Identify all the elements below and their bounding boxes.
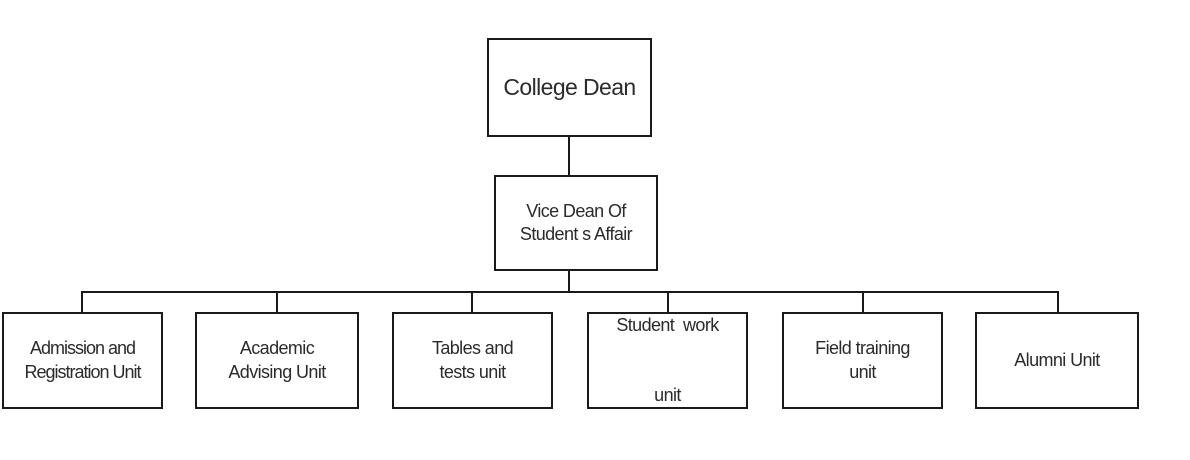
node-label-line: Tables and bbox=[431, 338, 514, 359]
connector-unit-4 bbox=[667, 291, 669, 312]
connector-unit-2 bbox=[276, 291, 278, 312]
node-label-line: Student s Affair bbox=[519, 224, 633, 244]
node-label-line: tests unit bbox=[439, 361, 506, 382]
node-label-line: unit bbox=[849, 361, 876, 382]
node-label-line: Admission and bbox=[29, 338, 136, 359]
node-label-line: Academic bbox=[239, 338, 315, 359]
node-alumni-unit: Alumni Unit bbox=[975, 312, 1139, 409]
node-student-work-unit: Student work unit bbox=[587, 312, 748, 409]
node-label-line: Registration Unit bbox=[24, 361, 141, 382]
connector-unit-6 bbox=[1057, 291, 1059, 312]
node-label-line: Alumni Unit bbox=[1014, 349, 1100, 370]
connector-unit-5 bbox=[862, 291, 864, 312]
node-college-dean: College Dean bbox=[487, 38, 652, 137]
connector-unit-3 bbox=[471, 291, 473, 312]
connector-vice-to-bus bbox=[568, 271, 570, 293]
node-label: College Dean bbox=[503, 73, 636, 100]
connector-dean-to-vice bbox=[568, 137, 570, 175]
node-label-line: Advising Unit bbox=[228, 361, 326, 382]
node-tables-tests-unit: Tables and tests unit bbox=[392, 312, 553, 409]
node-label-line: Vice Dean Of bbox=[526, 200, 626, 221]
node-academic-advising-unit: Academic Advising Unit bbox=[195, 312, 359, 409]
connector-horizontal-bus bbox=[81, 291, 1059, 293]
node-vice-dean-students-affair: Vice Dean Of Student s Affair bbox=[494, 175, 658, 271]
node-admission-registration-unit: Admission and Registration Unit bbox=[2, 312, 163, 409]
node-label-line: Field training bbox=[815, 338, 910, 359]
node-field-training-unit: Field training unit bbox=[782, 312, 943, 409]
connector-unit-1 bbox=[81, 291, 83, 312]
node-label-line: Student work bbox=[616, 314, 719, 335]
node-label-line: unit bbox=[654, 384, 681, 405]
